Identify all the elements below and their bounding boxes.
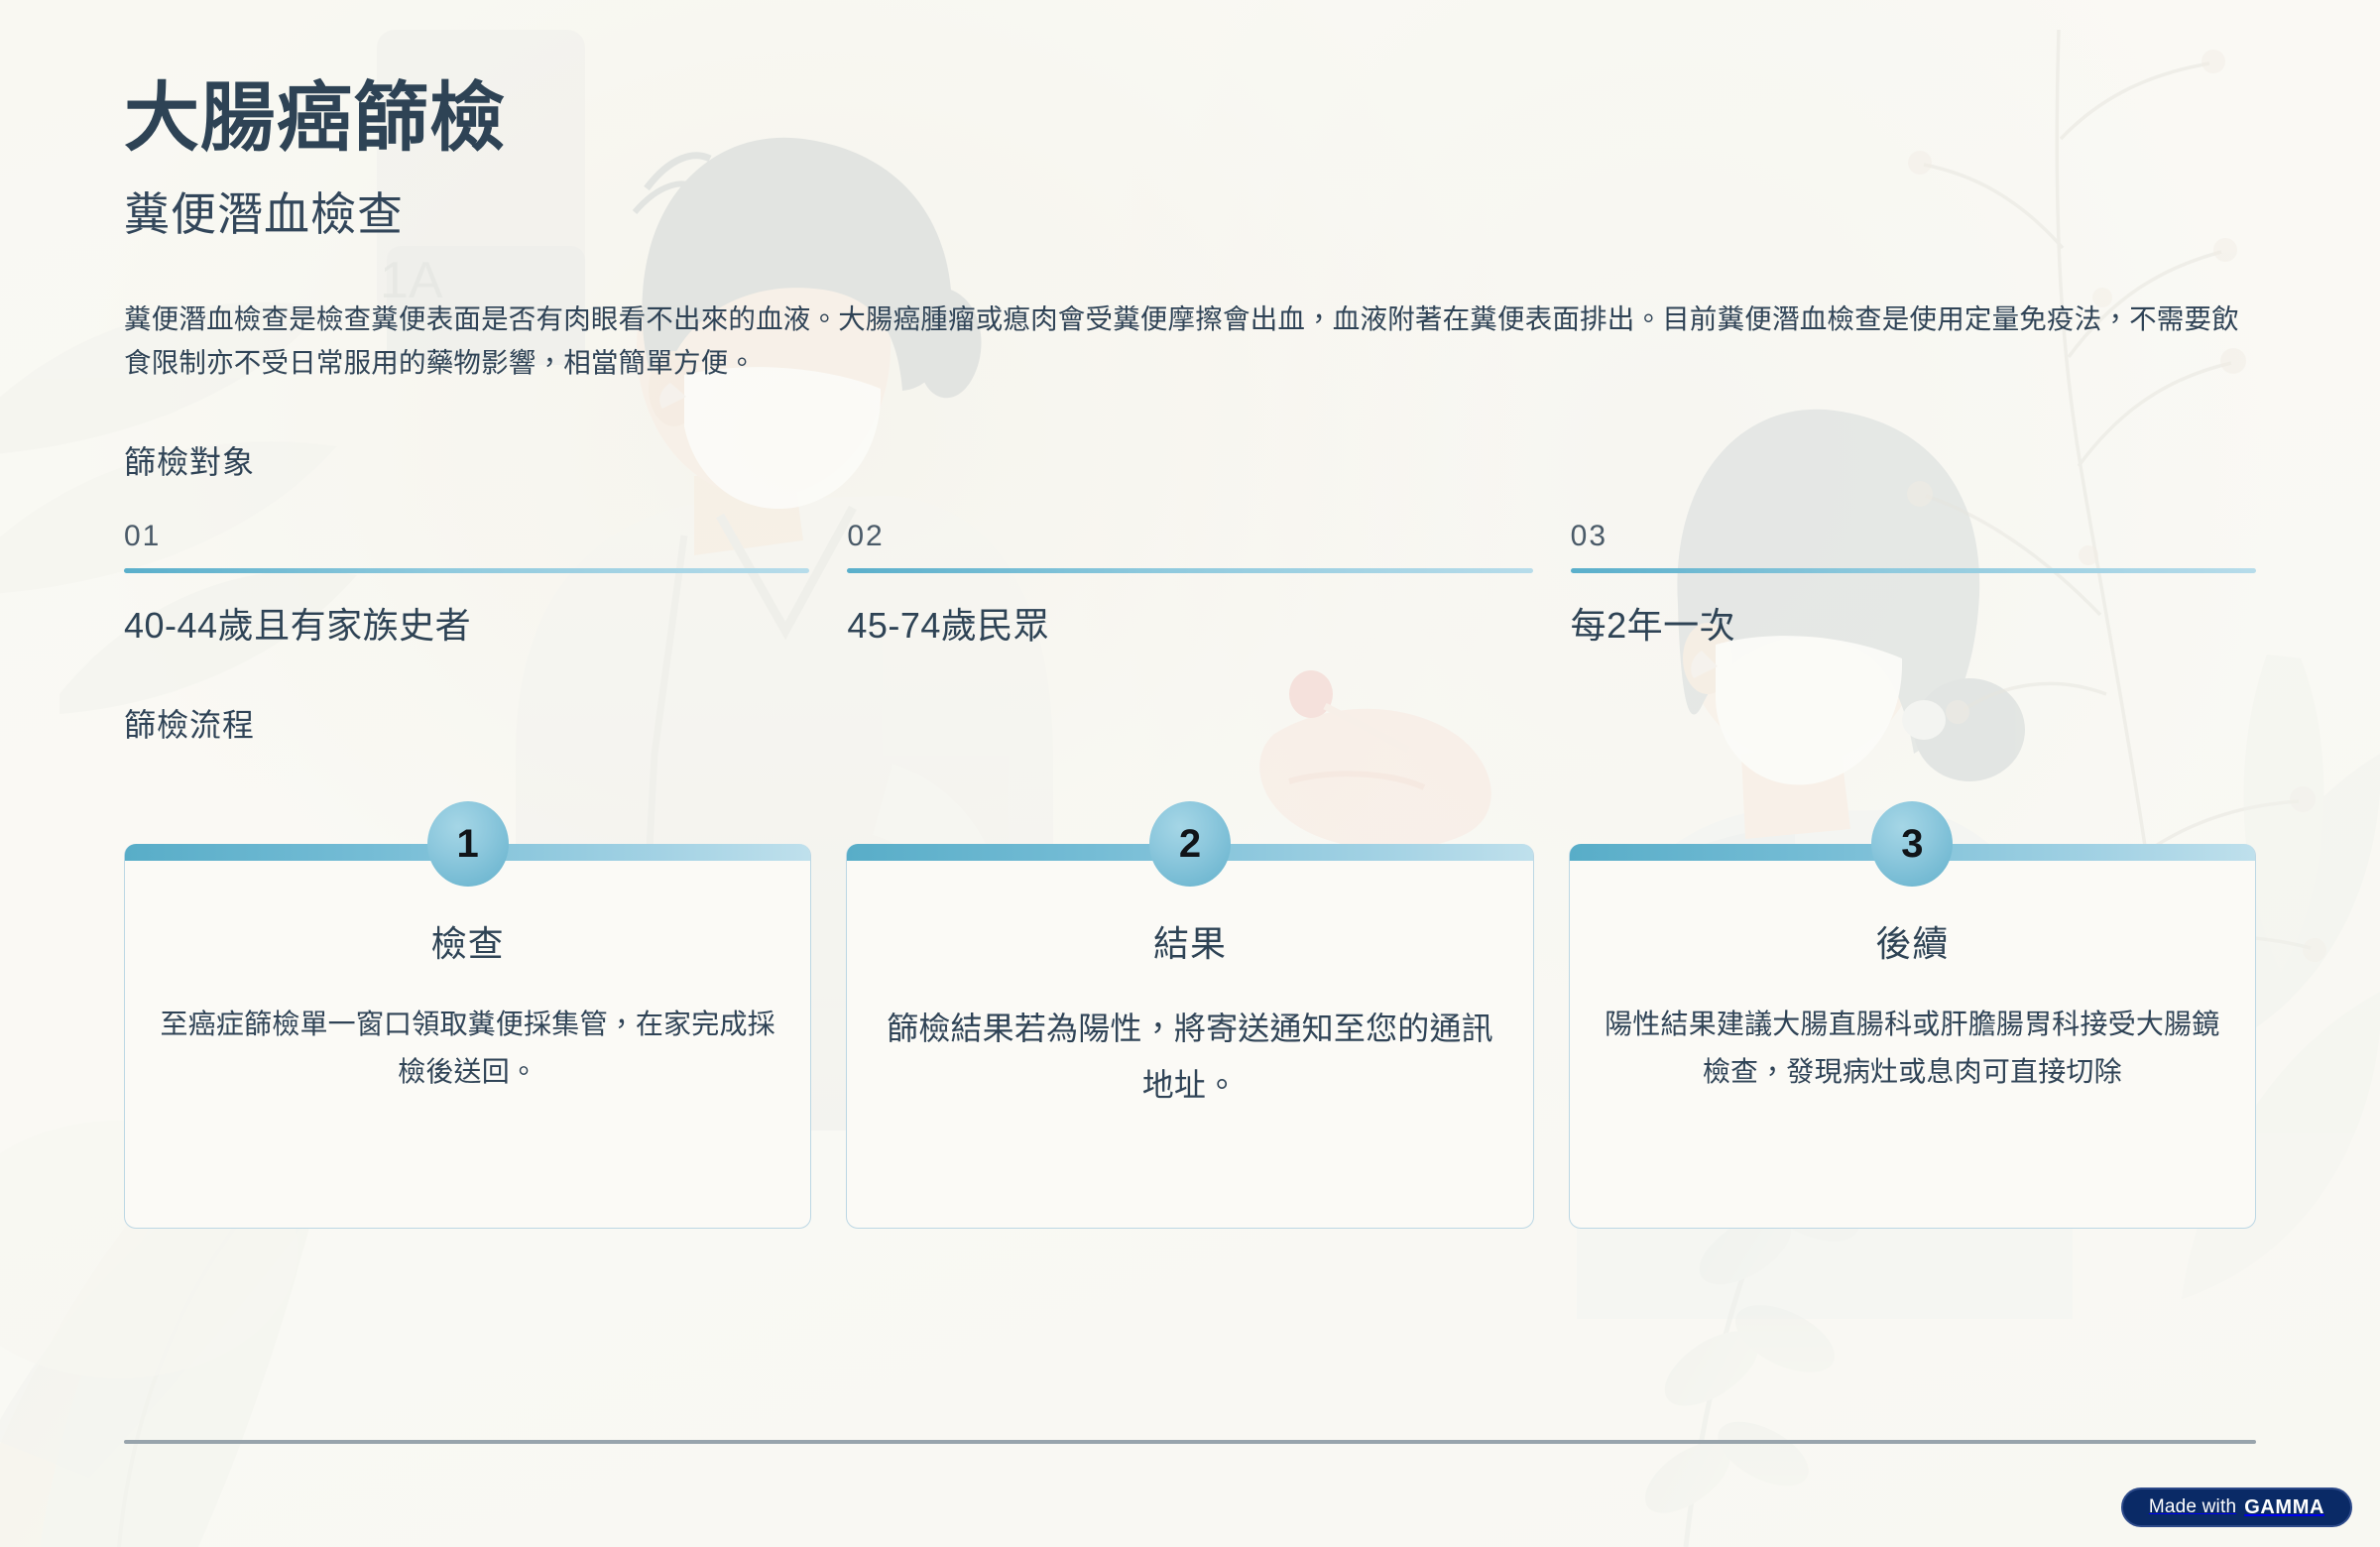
flow-step-number-badge: 2	[1148, 800, 1231, 887]
flow-step-1: 檢查 至癌症篩檢單一窗口領取糞便採集管，在家完成採檢後送回。 1	[124, 800, 812, 1229]
flow-step-body: 篩檢結果若為陽性，將寄送通知至您的通訊地址。	[887, 1010, 1493, 1103]
target-text: 每2年一次	[1570, 604, 1736, 646]
flow-step-body: 至癌症篩檢單一窗口領取糞便採集管，在家完成採檢後送回。	[160, 1008, 775, 1087]
targets-heading: 篩檢對象	[124, 443, 256, 480]
flow-step-card: 結果 篩檢結果若為陽性，將寄送通知至您的通訊地址。	[846, 843, 1534, 1229]
flow-step-number: 1	[456, 821, 479, 866]
flow-step-body: 陽性結果建議大腸直腸科或肝膽腸胃科接受大腸鏡檢查，發現病灶或息肉可直接切除	[1605, 1008, 2220, 1087]
flow-step-3: 後續 陽性結果建議大腸直腸科或肝膽腸胃科接受大腸鏡檢查，發現病灶或息肉可直接切除…	[1568, 800, 2256, 1229]
flow-step-card: 後續 陽性結果建議大腸直腸科或肝膽腸胃科接受大腸鏡檢查，發現病灶或息肉可直接切除	[1568, 843, 2256, 1229]
gamma-wordmark: GAMMA	[2244, 1495, 2324, 1518]
target-text: 45-74歲民眾	[847, 604, 1050, 646]
target-underline	[847, 567, 1533, 573]
target-text: 40-44歲且有家族史者	[124, 604, 472, 646]
flow-row: 檢查 至癌症篩檢單一窗口領取糞便採集管，在家完成採檢後送回。 1 結果 篩檢結果…	[124, 800, 2256, 1229]
flow-step-title: 結果	[1152, 922, 1227, 964]
flow-step-number-badge: 3	[1871, 800, 1954, 887]
page-title: 大腸癌篩檢	[124, 76, 506, 161]
target-number: 01	[124, 519, 162, 552]
made-with-gamma-badge[interactable]: Made with GAMMA	[2120, 1488, 2352, 1527]
flow-step-number: 3	[1901, 821, 1924, 866]
target-column-3: 03 每2年一次	[1570, 519, 2256, 649]
page-subtitle: 糞便潛血檢查	[124, 187, 404, 240]
target-column-1: 01 40-44歲且有家族史者	[124, 519, 810, 649]
targets-row: 01 40-44歲且有家族史者 02 45-74歲民眾 03 每2年一次	[124, 519, 2256, 649]
badge-prefix-label: Made with	[2148, 1496, 2237, 1517]
target-number: 03	[1570, 519, 1608, 552]
intro-paragraph: 糞便潛血檢查是檢查糞便表面是否有肉眼看不出來的血液。大腸癌腫瘤或瘜肉會受糞便摩擦…	[124, 302, 2239, 379]
target-number: 02	[847, 519, 885, 552]
footer-divider	[124, 1440, 2256, 1444]
target-underline	[1570, 567, 2256, 573]
flow-step-title: 後續	[1875, 922, 1950, 964]
flow-step-title: 檢查	[430, 922, 505, 964]
target-underline	[124, 567, 810, 573]
target-column-2: 02 45-74歲民眾	[847, 519, 1533, 649]
flow-step-number: 2	[1178, 821, 1202, 866]
flow-heading: 篩檢流程	[124, 706, 256, 743]
flow-step-number-badge: 1	[426, 800, 509, 887]
flow-step-2: 結果 篩檢結果若為陽性，將寄送通知至您的通訊地址。 2	[846, 800, 1534, 1229]
flow-step-card: 檢查 至癌症篩檢單一窗口領取糞便採集管，在家完成採檢後送回。	[124, 843, 812, 1229]
